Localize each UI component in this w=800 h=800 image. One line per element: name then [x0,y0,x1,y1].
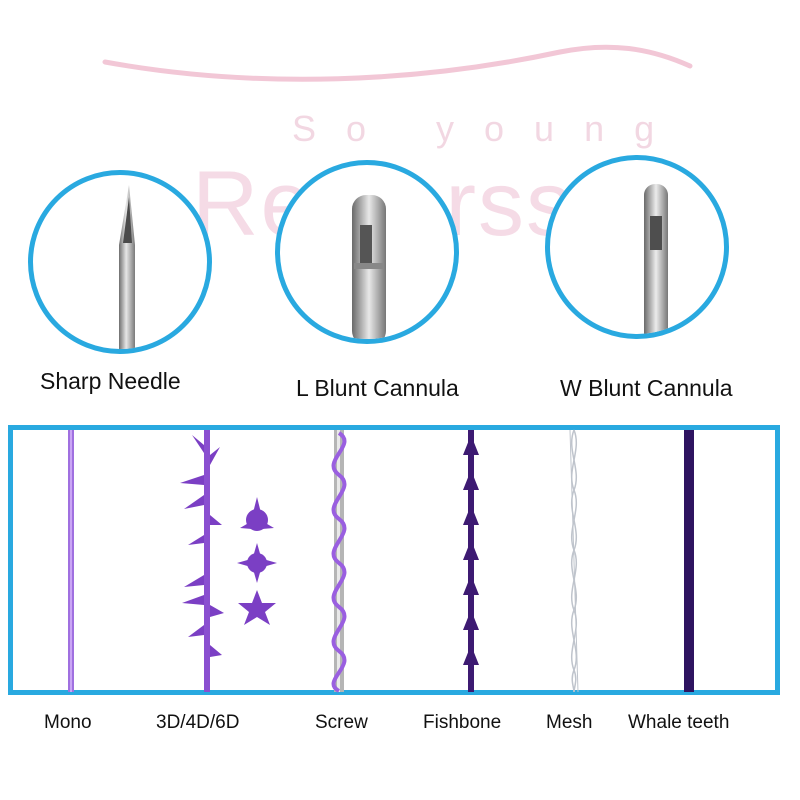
w-blunt-cannula-icon [644,184,668,334]
mono-label: Mono [44,712,92,733]
whale-teeth-thread-icon [676,430,702,692]
thread-types-panel [8,425,780,695]
sharp-needle-magnifier [28,170,212,354]
mesh-thread-icon [569,429,579,693]
w-blunt-cannula-magnifier [545,155,729,339]
l-blunt-cannula-label: L Blunt Cannula [296,375,459,401]
w-blunt-cannula-label: W Blunt Cannula [560,375,733,401]
cog-6d-icon [238,590,276,625]
cog-4d-icon [237,543,277,583]
thread-illustrations [68,429,702,693]
l-blunt-cannula-magnifier [275,160,459,344]
fishbone-label: Fishbone [423,712,502,733]
cog-3d-icon [240,497,274,531]
screw-thread-icon [331,430,347,693]
mesh-label: Mesh [546,712,593,733]
screw-label: Screw [315,712,368,733]
l-blunt-cannula-icon [352,195,386,339]
watermark-small-text: So young [292,108,685,149]
whale-teeth-label: Whale teeth [628,712,730,733]
fishbone-thread-icon [463,430,479,692]
cog-thread-icon [180,430,277,692]
cog-label: 3D/4D/6D [156,712,240,733]
sharp-needle-label: Sharp Needle [40,368,181,394]
sharp-needle-icon [119,185,135,349]
mono-thread-icon [68,430,74,692]
